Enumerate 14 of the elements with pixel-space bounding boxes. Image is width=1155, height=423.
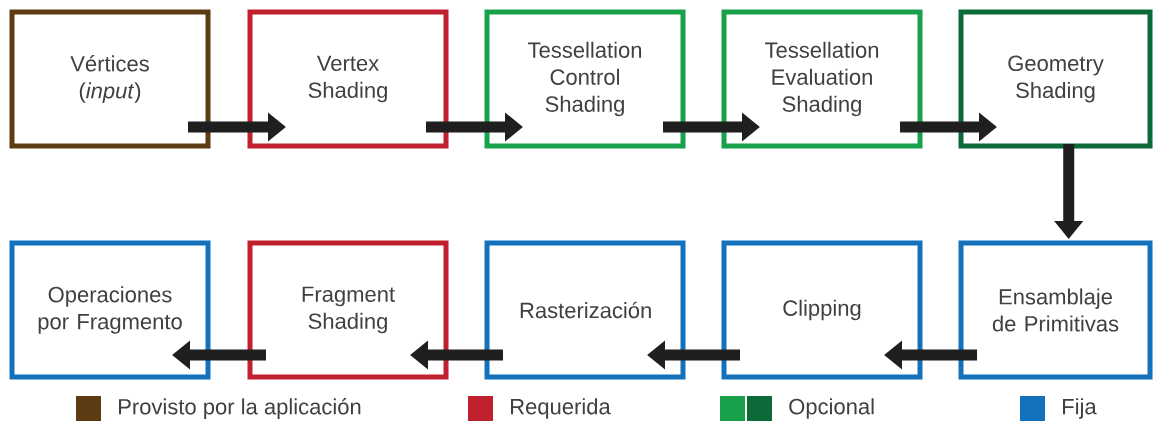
process-box: Clipping bbox=[721, 240, 923, 380]
process-box: Operaciones por Fragmento bbox=[9, 240, 211, 380]
process-box: Tessellation Evaluation Shading bbox=[721, 9, 923, 149]
process-box: Rasterización bbox=[484, 240, 686, 380]
legend-label: Fija bbox=[1063, 398, 1097, 419]
process-box: Geometry Shading bbox=[958, 9, 1153, 149]
process-box: Vértices (input) bbox=[9, 9, 211, 149]
process-box: Fragment Shading bbox=[247, 240, 449, 380]
legend-label: Provisto por la aplicación bbox=[119, 398, 361, 419]
process-box: Ensamblaje de Primitivas bbox=[958, 240, 1153, 380]
process-box: Vertex Shading bbox=[247, 9, 449, 149]
process-box: Tessellation Control Shading bbox=[484, 9, 686, 149]
legend-label: Requerida bbox=[511, 398, 611, 419]
legend-label: Opcional bbox=[789, 398, 874, 419]
